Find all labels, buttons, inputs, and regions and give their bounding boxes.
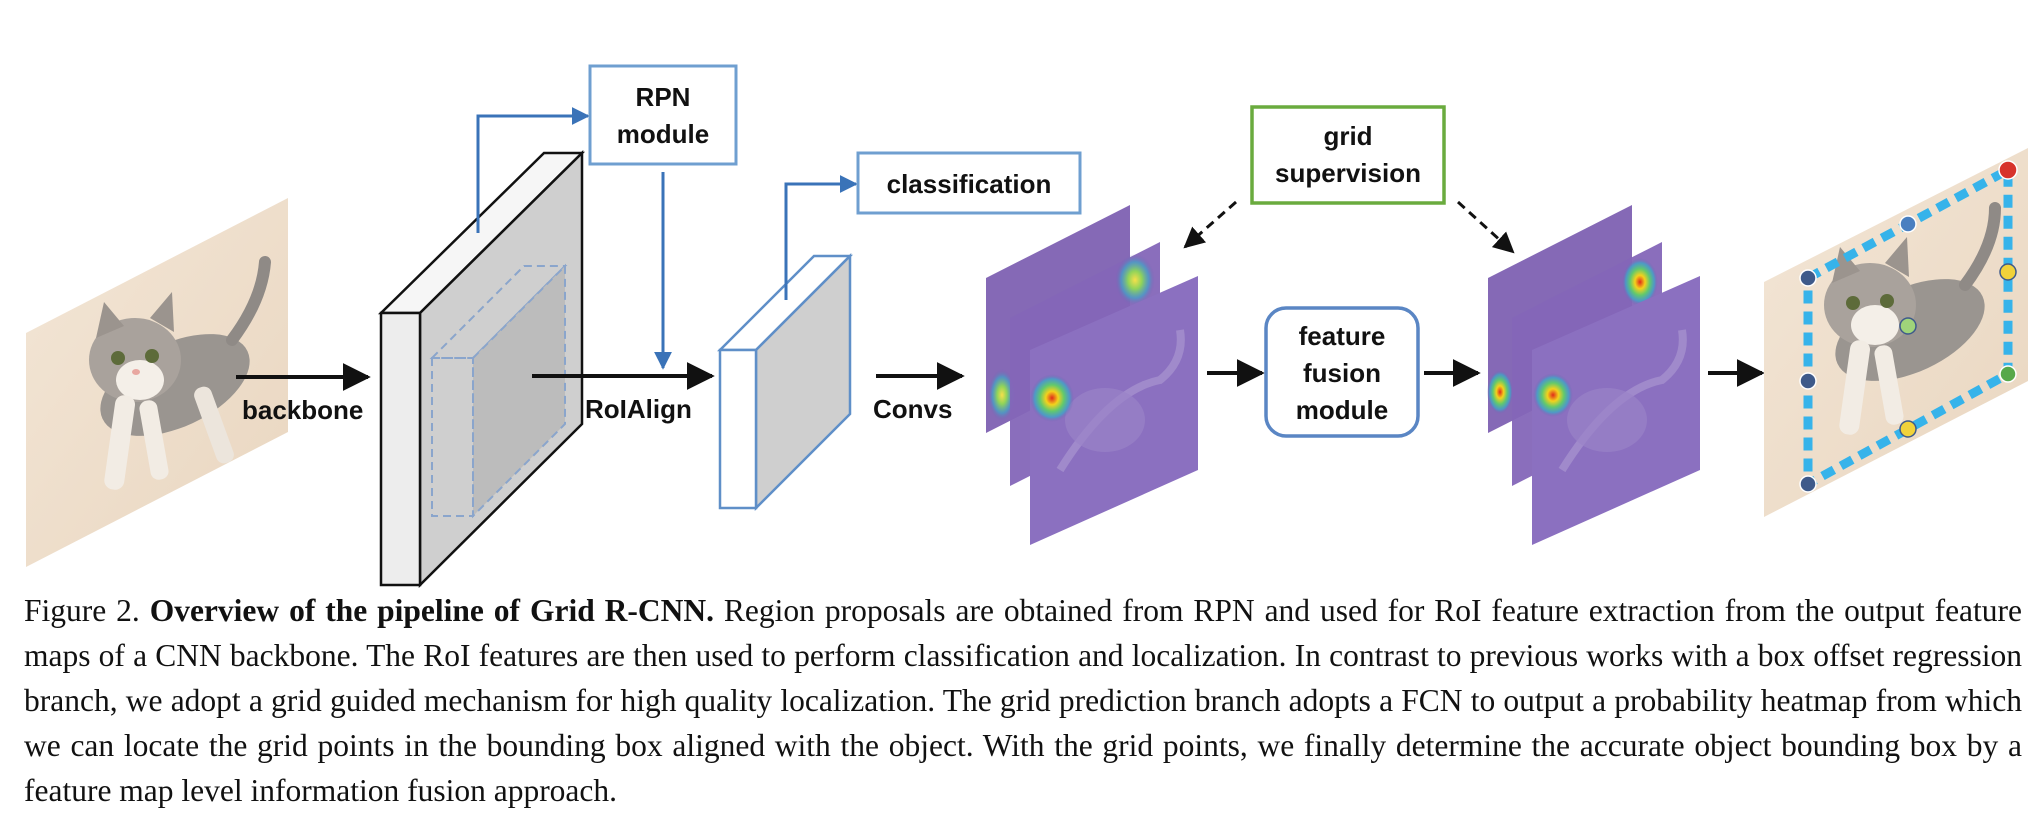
convs-label: Convs — [873, 394, 952, 424]
feature-map-block — [377, 150, 586, 589]
caption-title: Overview of the pipeline of Grid R-CNN. — [149, 593, 714, 628]
grid-point — [1999, 263, 2017, 281]
rpn-label-line1: RPN — [636, 82, 691, 112]
rpn-label-line2: module — [617, 119, 709, 149]
grid-point — [1899, 420, 1917, 438]
grid-point — [1799, 372, 1817, 390]
figure-label: Figure 2. — [24, 593, 140, 628]
grid-point — [1799, 269, 1817, 287]
grid-supervision-box — [1250, 105, 1446, 205]
roialign-label: RoIAlign — [585, 394, 692, 424]
figure-caption: Figure 2. Overview of the pipeline of Gr… — [24, 588, 2022, 813]
pipeline-diagram: backbone RPN module RoIAlign classificat… — [26, 64, 2028, 589]
grid-points — [1799, 160, 2018, 493]
input-cat-image — [26, 198, 288, 567]
output-cat-image — [1764, 148, 2028, 517]
grid-point — [1998, 160, 2018, 180]
rpn-input-arrow — [476, 107, 590, 233]
classification-box — [856, 151, 1082, 215]
grid-supervision-line2: supervision — [1275, 158, 1421, 188]
rpn-module-box — [588, 64, 738, 166]
fusion-label-line1: feature — [1299, 321, 1386, 351]
classification-input-arrow — [784, 175, 858, 300]
grid-supervision-line1: grid — [1323, 121, 1372, 151]
supervision-arrow-left — [1183, 200, 1237, 249]
heatmap-stack-fused — [1487, 205, 1700, 545]
feature-fusion-box — [1264, 306, 1420, 438]
heatmap-stack-input — [986, 205, 1198, 545]
grid-point — [1799, 475, 1817, 493]
backbone-label: backbone — [242, 395, 363, 425]
fusion-label-line3: module — [1296, 395, 1388, 425]
grid-point — [1899, 317, 1917, 335]
roi-feature-block — [716, 252, 854, 512]
classification-label: classification — [887, 169, 1052, 199]
grid-point — [1999, 365, 2017, 383]
grid-point — [1899, 215, 1917, 233]
fusion-label-line2: fusion — [1303, 358, 1381, 388]
supervision-arrow-right — [1456, 200, 1515, 254]
caption-body: Region proposals are obtained from RPN a… — [24, 593, 2022, 808]
